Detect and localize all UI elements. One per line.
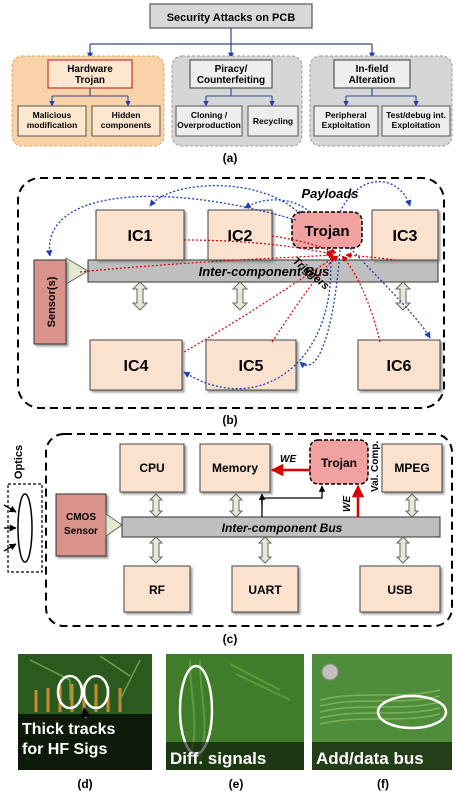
usb-label: USB [387, 583, 413, 597]
bus-links-c [148, 493, 420, 564]
ic2-label: IC2 [228, 228, 253, 245]
panel-b: Inter-component Bus Sensor(s) IC1 IC2 IC… [17, 177, 445, 427]
ic3-box [371, 209, 439, 261]
cpu-label: CPU [139, 461, 164, 475]
root-label: Security Attacks on PCB [167, 12, 296, 24]
tree-connectors [87, 28, 375, 59]
payload-arrows [45, 181, 431, 390]
trojan-label-b: Trojan [304, 223, 349, 240]
bus-c [121, 516, 441, 538]
sub-connectors [49, 88, 419, 107]
cmos-sensor-box [55, 493, 107, 557]
ic3-label: IC3 [393, 228, 418, 245]
memory-label: Memory [212, 461, 258, 475]
val-comp-label: Val. Comp. [370, 441, 381, 492]
group-piracy: Piracy/Counterfeiting [189, 59, 273, 89]
ic5-box [205, 339, 297, 391]
caption-f: (f) [377, 777, 389, 791]
mpeg-label: MPEG [394, 461, 429, 475]
uart-box [231, 565, 299, 613]
ic1-box [95, 209, 185, 261]
group-title: Piracy/Counterfeiting [197, 64, 265, 86]
bus-label-c: Inter-component Bus [222, 521, 343, 535]
leaf-test-debug: Test/debug int.Exploitation [386, 110, 446, 130]
we-label-1: WE [280, 454, 296, 465]
ic4-label: IC4 [124, 358, 149, 375]
ic6-box [357, 339, 441, 391]
photo-f-label: Add/data bus [316, 749, 424, 768]
uart-label: UART [248, 583, 282, 597]
ic5-label: IC5 [239, 358, 264, 375]
ic4-box [89, 339, 183, 391]
ic1-label: IC1 [128, 228, 153, 245]
rf-label: RF [149, 583, 165, 597]
sensor-label: Sensor(s) [46, 276, 58, 327]
optics-label: Optics [13, 445, 25, 479]
mpeg-box [381, 443, 443, 493]
payloads-label: Payloads [301, 186, 358, 201]
trojan-box-c [309, 439, 369, 485]
trojan-label-c: Trojan [321, 456, 357, 470]
memory-box [199, 443, 271, 493]
caption-a: (a) [223, 151, 238, 165]
we-label-2: WE [342, 496, 353, 512]
trigger-arrows [79, 235, 397, 353]
caption-d: (d) [77, 777, 92, 791]
ic6-label: IC6 [387, 358, 412, 375]
usb-box [359, 565, 441, 613]
leaf-recycling: Recycling [253, 116, 293, 126]
root-box [149, 3, 313, 29]
board-outline-c [45, 433, 453, 627]
trojan-box-b [291, 211, 363, 249]
rf-box [123, 565, 191, 613]
light-rays [3, 504, 17, 552]
cpu-box [119, 443, 185, 493]
ic2-box [207, 209, 273, 261]
cmos-arrow [105, 513, 123, 537]
board-outline [17, 177, 445, 409]
lens-icon [17, 493, 33, 563]
photo-e-label: Diff. signals [170, 749, 266, 768]
sensor-box [33, 259, 67, 345]
bus-to-trojan-line [261, 485, 326, 517]
photo-f: Add/data bus [312, 654, 452, 770]
caption-e: (e) [229, 777, 244, 791]
bus-label: Inter-component Bus [199, 264, 330, 279]
photo-e: Diff. signals [166, 654, 304, 770]
caption-b: (b) [222, 413, 237, 427]
caption-c: (c) [223, 632, 238, 646]
leaf-cloning: Cloning /Overproduction [177, 110, 241, 130]
